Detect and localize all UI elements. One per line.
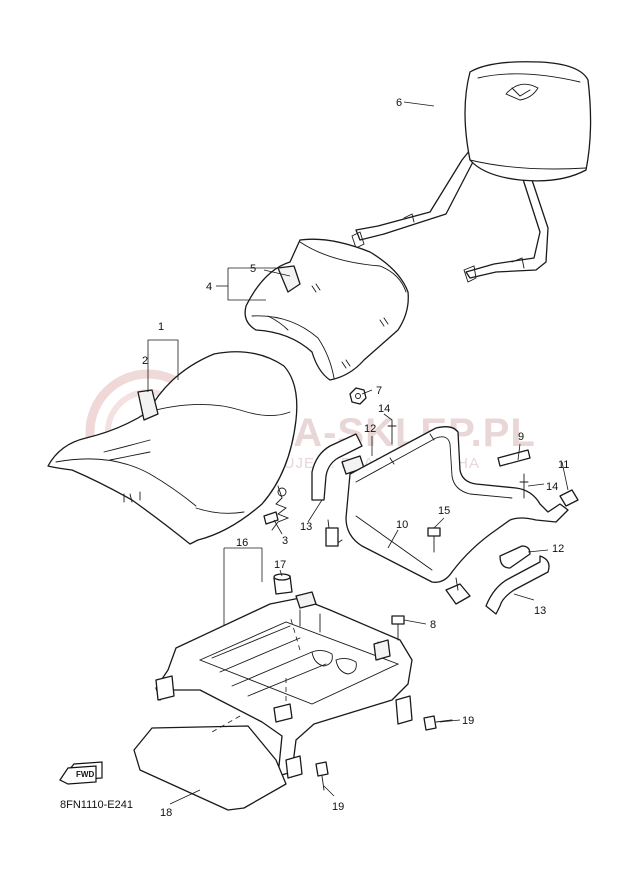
part-13-tube-right <box>485 555 550 615</box>
diagram-code: 8FN1110-E241 <box>60 799 133 811</box>
part-15-bolt <box>427 527 441 553</box>
part-13-tube-left <box>311 433 365 547</box>
callout-13-left: 13 <box>300 521 312 533</box>
callout-1: 1 <box>158 321 164 333</box>
fwd-arrow-icon: FWD <box>59 761 103 785</box>
callout-9: 9 <box>518 431 524 443</box>
callout-8: 8 <box>430 619 436 631</box>
callout-5: 5 <box>250 263 256 275</box>
callout-7: 7 <box>376 385 382 397</box>
callout-17: 17 <box>274 559 286 571</box>
part-3-spring-lock <box>263 485 290 531</box>
part-18-mat <box>133 725 287 811</box>
callout-10: 10 <box>396 519 408 531</box>
part-6-backrest <box>351 61 592 283</box>
part-5-passenger-seat <box>244 238 409 381</box>
leader-lines <box>147 101 569 805</box>
part-9-plate <box>497 449 531 467</box>
callout-11: 11 <box>558 459 569 471</box>
callout-16: 16 <box>236 537 248 549</box>
callout-18: 18 <box>160 807 172 819</box>
callout-14-lower: 14 <box>546 481 558 493</box>
part-8-bolt <box>391 615 405 641</box>
callout-6: 6 <box>396 97 402 109</box>
part-11-clip <box>559 489 579 507</box>
fwd-label: FWD <box>76 770 94 779</box>
callouts: 6 5 4 1 2 7 14 12 9 11 14 15 10 13 3 16 … <box>60 97 569 819</box>
callout-3: 3 <box>282 535 288 547</box>
callout-4: 4 <box>206 281 212 293</box>
part-10-rail <box>345 426 569 605</box>
part-16-seat-frame <box>155 591 413 779</box>
part-14-bolts <box>387 419 529 499</box>
callout-15: 15 <box>438 505 450 517</box>
callout-19-right: 19 <box>462 715 474 727</box>
callout-12-left: 12 <box>364 423 376 435</box>
part-12-grip-right <box>499 545 531 569</box>
part-1-rider-seat <box>47 351 298 545</box>
callout-13-right: 13 <box>534 605 546 617</box>
callout-2: 2 <box>142 355 148 367</box>
callout-19-lower: 19 <box>332 801 344 813</box>
part-7-nut <box>349 387 367 405</box>
callout-14-upper: 14 <box>378 403 390 415</box>
part-19-bolts <box>315 715 453 791</box>
callout-12-right: 12 <box>552 543 564 555</box>
alignment-dashes <box>211 615 301 733</box>
part-17-damper <box>273 573 293 595</box>
